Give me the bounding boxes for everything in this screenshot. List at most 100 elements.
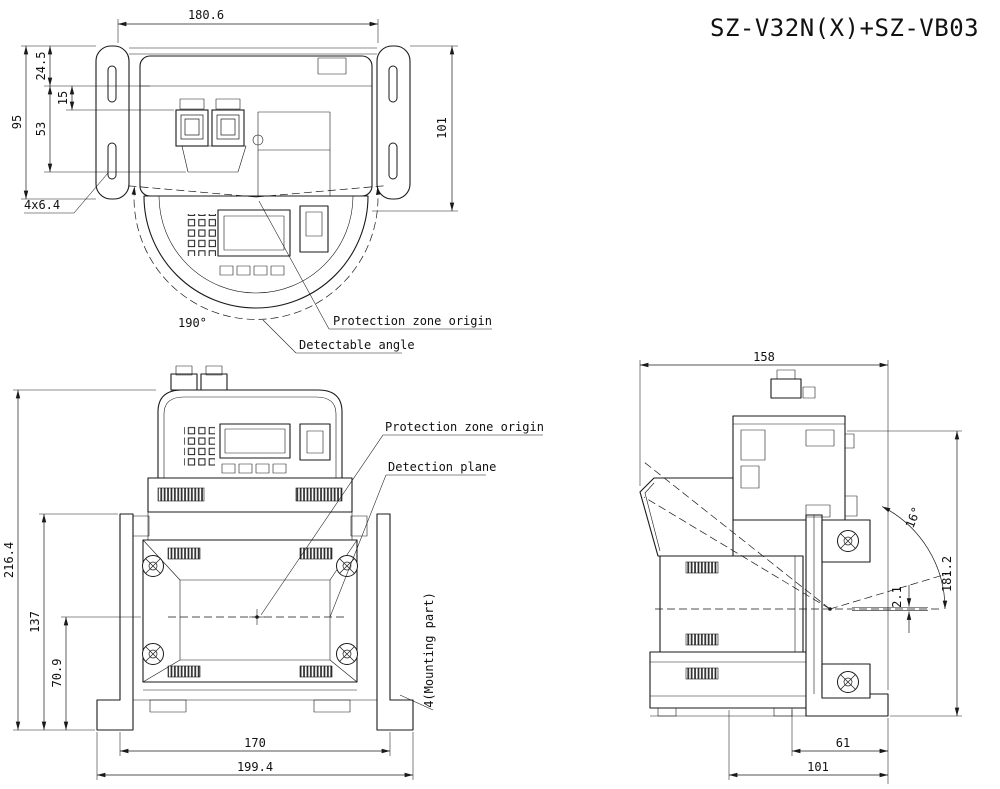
mounting-slot (388, 142, 398, 180)
dim-61: 61 (791, 710, 889, 784)
mounting-screw (142, 643, 164, 665)
mounting-screw (142, 555, 164, 577)
bracket-tab (805, 504, 831, 518)
lower-body-outline (142, 539, 358, 683)
bracket-tab (350, 515, 368, 537)
label-text: Protection zone origin (385, 420, 544, 434)
leader-line (260, 434, 384, 616)
cable-connector (211, 109, 245, 147)
dim-text: 70.9 (50, 659, 64, 688)
button (253, 265, 268, 276)
dim-text: 53 (34, 122, 48, 136)
connector-cap (776, 369, 796, 380)
mounting-slot (107, 142, 117, 180)
beam-ray (643, 461, 831, 610)
button (270, 265, 285, 276)
beam-ray (643, 496, 831, 610)
dim-180-6: 180.6 (117, 8, 379, 43)
scan-head-semicircle (143, 195, 369, 309)
led-indicator-grid (186, 214, 217, 256)
mounting-screw (837, 530, 859, 552)
mounting-screw (336, 643, 358, 665)
leader-line (399, 694, 434, 711)
vent-band (685, 667, 719, 680)
base-skirt (649, 651, 807, 709)
dim-text: 101 (435, 117, 449, 139)
head-detail (740, 429, 766, 461)
dim-101-side: 101 (728, 710, 888, 780)
connector-cap (215, 98, 241, 110)
scan-window-wedge (639, 477, 734, 557)
vent-band (299, 547, 333, 560)
label-detection-plane: Detection plane (329, 460, 496, 618)
mounting-slot (388, 65, 398, 103)
callout-slots: 4x6.4 (24, 172, 109, 214)
vent-band (167, 547, 201, 560)
connector-cap (205, 365, 223, 376)
dim-text: 95 (10, 115, 24, 129)
side-connector-inner (305, 211, 323, 237)
leader-line (329, 474, 387, 618)
label-detectable-angle: Detectable angle (262, 319, 415, 354)
dim-text: 61 (836, 736, 850, 750)
scanner-body-outline (139, 55, 373, 197)
drawing-title: SZ-V32N(X)+SZ-VB03 (710, 14, 979, 42)
scan-window-inner (644, 482, 661, 552)
dim-text: 180.6 (188, 8, 224, 22)
mounting-part-text: 4(Mounting part) (422, 592, 436, 708)
cable-connector (770, 378, 802, 399)
dim-text: 24.5 (34, 52, 48, 81)
button (219, 265, 234, 276)
foot-pad (773, 707, 793, 717)
dim-170: 170 (119, 732, 391, 756)
leader-line (258, 200, 330, 330)
vent-band (157, 487, 205, 502)
cable-connector (175, 109, 209, 147)
dim-text: 216.4 (2, 542, 16, 578)
foot-pad (657, 707, 677, 717)
vent-band (685, 561, 719, 574)
dim-text: 15 (56, 91, 70, 105)
connector-detail (802, 386, 816, 399)
dim-text: 2.1 (890, 586, 904, 608)
leader-line (73, 172, 109, 214)
label-text: Protection zone origin (333, 314, 492, 328)
dim-158: 158 (639, 350, 889, 690)
perspective-line (329, 659, 358, 683)
dim-text: 158 (753, 350, 775, 364)
connector-cap (175, 365, 193, 376)
vent-band (299, 665, 333, 678)
label-text: Detection plane (388, 460, 496, 474)
button (272, 463, 287, 474)
dim-101-top: 101 (372, 45, 458, 212)
mount-bracket-left (96, 513, 134, 731)
hinge-tab (844, 433, 855, 449)
scan-window-arc (158, 195, 354, 294)
dim-216-4: 216.4 (2, 389, 156, 731)
connector-base (181, 145, 247, 173)
bracket-wing-left (95, 45, 130, 200)
body-detail (317, 57, 347, 75)
mounting-screw (837, 671, 859, 693)
slot-callout-text: 4x6.4 (24, 198, 60, 212)
label-protection-zone-origin-front: Protection zone origin (260, 420, 544, 616)
dim-text: 199.4 (237, 760, 273, 774)
callout-mounting-part: 4(Mounting part) (399, 592, 436, 711)
button (238, 463, 253, 474)
mount-bracket-right (376, 513, 414, 731)
vent-band (295, 487, 343, 502)
dim-24-5: 24.5 (34, 46, 150, 87)
display-panel (219, 423, 291, 459)
dim-2-1: 2.1 (852, 585, 928, 633)
dim-text: 181.2 (940, 556, 954, 592)
dim-text: 16° (903, 505, 924, 530)
connector-cap (179, 98, 205, 110)
perspective-line (142, 659, 181, 683)
display-panel (217, 209, 291, 257)
dim-15: 15 (56, 86, 174, 111)
vent-band (685, 633, 719, 646)
dim-53: 53 (34, 86, 186, 173)
foot-pad (149, 699, 187, 713)
